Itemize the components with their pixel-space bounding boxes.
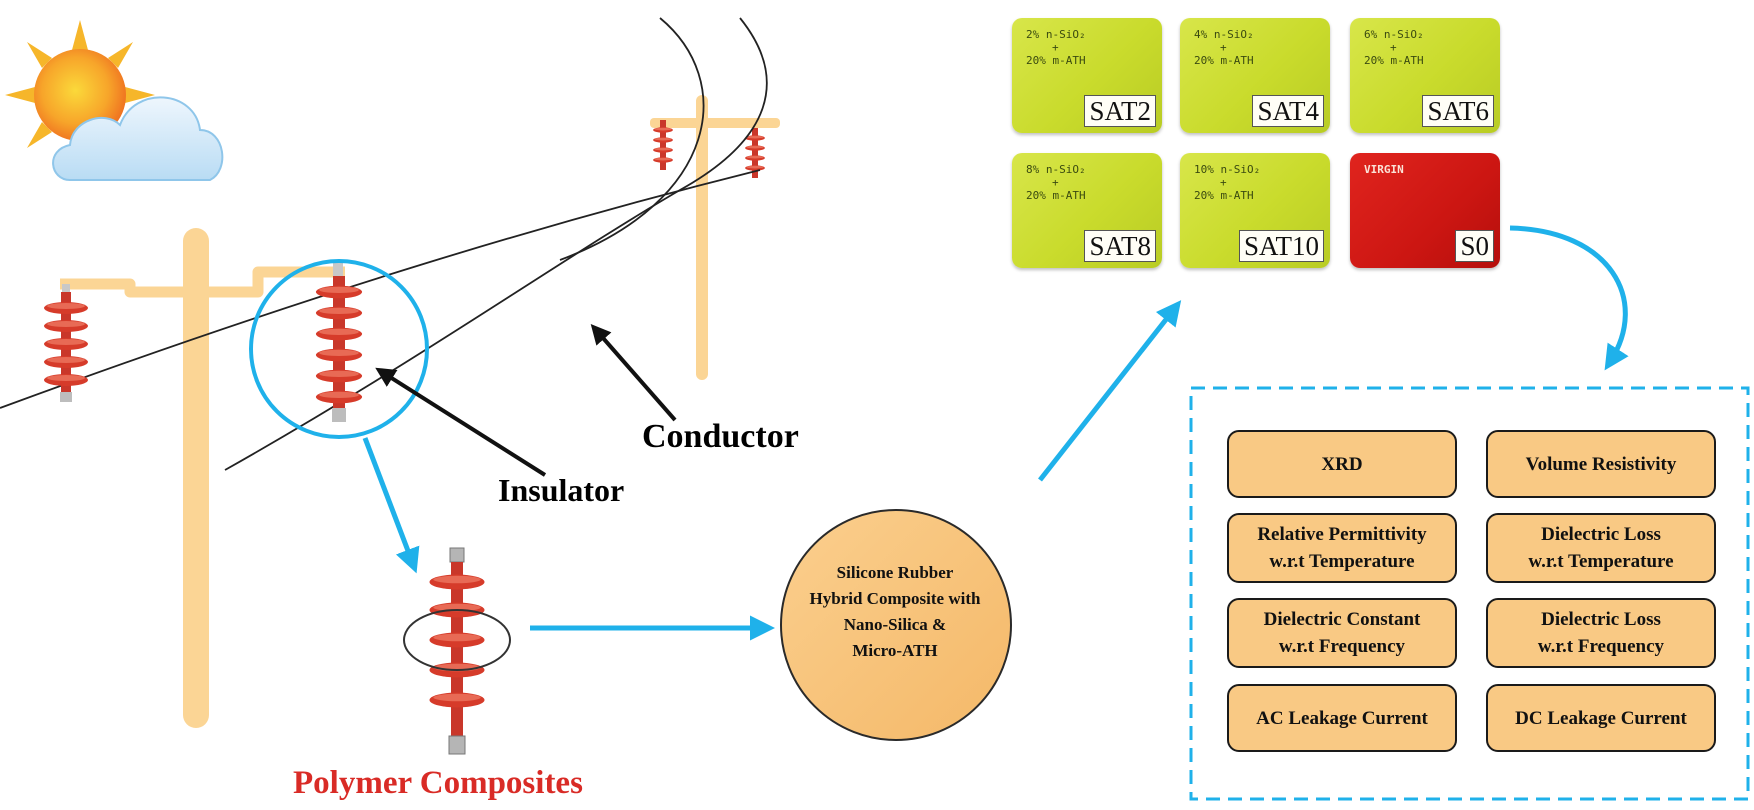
sample-tag: SAT8: [1084, 230, 1156, 262]
shed-highlight-ellipse: [403, 609, 511, 671]
conductor-wire-catenary-2: [224, 17, 768, 471]
conductor-wire-upper: [0, 169, 761, 409]
insulator-label: Insulator: [498, 472, 625, 508]
test-box: Volume Resistivity: [1486, 430, 1716, 498]
test-box: DC Leakage Current: [1486, 684, 1716, 752]
sample-note: 2% n-SiO₂ + 20% m-ATH: [1026, 28, 1086, 67]
test-box: AC Leakage Current: [1227, 684, 1457, 752]
conductor-wire-catenary-1: [559, 17, 705, 261]
sample-tag: S0: [1455, 230, 1494, 262]
insulator-pointer-arrow: [375, 367, 547, 477]
sample-tag: SAT2: [1084, 95, 1156, 127]
sample-sat10: 10% n-SiO₂ + 20% m-ATH SAT10: [1180, 153, 1330, 268]
conductor-pointer-arrow: [590, 323, 677, 422]
cloud-icon: [52, 96, 224, 181]
composite-circle-text: Silicone Rubber Hybrid Composite with Na…: [790, 560, 1000, 664]
test-box: XRD: [1227, 430, 1457, 498]
highlighted-insulator: [315, 260, 363, 422]
composite-line-4: Micro-ATH: [852, 641, 938, 660]
near-pole: [60, 228, 345, 728]
flow-arrow-to-samples: [1038, 300, 1182, 482]
sample-note: VIRGIN: [1364, 163, 1404, 176]
sample-sat8: 8% n-SiO₂ + 20% m-ATH SAT8: [1012, 153, 1162, 268]
insulator-highlight-circle: [249, 259, 429, 439]
sample-tag: SAT4: [1252, 95, 1324, 127]
composite-line-1: Silicone Rubber: [836, 563, 954, 582]
composite-line-2: Hybrid Composite with: [809, 589, 981, 608]
sample-sat4: 4% n-SiO₂ + 20% m-ATH SAT4: [1180, 18, 1330, 133]
sample-s0: VIRGIN S0: [1350, 153, 1500, 268]
polymer-composites-label: Polymer Composites: [293, 765, 583, 801]
flow-arrow-to-closeup: [362, 437, 420, 574]
conductor-label: Conductor: [642, 418, 799, 455]
sample-tag: SAT10: [1238, 230, 1324, 262]
polymer-insulator-closeup: [403, 547, 511, 755]
far-pole: [650, 95, 780, 380]
sample-sat6: 6% n-SiO₂ + 20% m-ATH SAT6: [1350, 18, 1500, 133]
flow-arrow-to-tests: [1509, 225, 1629, 371]
left-insulator: [44, 284, 88, 402]
composite-line-3: Nano-Silica &: [843, 615, 947, 634]
sample-note: 4% n-SiO₂ + 20% m-ATH: [1194, 28, 1254, 67]
composite-circle: [780, 509, 1012, 741]
sample-tag: SAT6: [1422, 95, 1494, 127]
sample-sat2: 2% n-SiO₂ + 20% m-ATH SAT2: [1012, 18, 1162, 133]
far-insulator-left: [653, 120, 673, 170]
far-insulator-right: [745, 128, 765, 178]
sample-note: 6% n-SiO₂ + 20% m-ATH: [1364, 28, 1424, 67]
sample-note: 8% n-SiO₂ + 20% m-ATH: [1026, 163, 1086, 202]
sample-note: 10% n-SiO₂ + 20% m-ATH: [1194, 163, 1261, 202]
